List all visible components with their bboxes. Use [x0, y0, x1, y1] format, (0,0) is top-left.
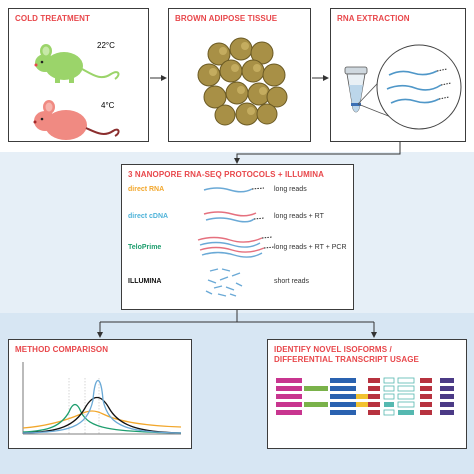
panel-cold-treatment: COLD TREATMENT 22°C 4°C [8, 8, 149, 142]
temp-warm-label: 22°C [97, 41, 115, 50]
teloprime-reads [197, 236, 275, 258]
panel-rna-extraction: RNA EXTRACTION [330, 8, 466, 142]
curve-direct-cdna [22, 379, 182, 434]
warm-mouse-icon [34, 44, 120, 83]
fat-cells-illustration [197, 37, 288, 126]
panel-title: METHOD COMPARISON [15, 345, 109, 354]
protocol-desc-teloprime: long reads + RT + PCR [274, 244, 347, 251]
panel-isoforms: IDENTIFY NOVEL ISOFORMS / DIFFERENTIAL T… [267, 339, 467, 449]
panel-protocols: 3 NANOPORE RNA-SEQ PROTOCOLS + ILLUMINA … [121, 164, 354, 310]
protocol-name-direct-rna: direct RNA [128, 186, 165, 193]
illumina-short-reads [205, 268, 243, 297]
isoform-row-3 [276, 393, 454, 400]
reads-illustration [197, 187, 275, 297]
panel-brown-adipose: BROWN ADIPOSE TISSUE [168, 8, 311, 142]
arrow-rna-to-protocols [234, 142, 401, 164]
panel-method-comparison: METHOD COMPARISON [8, 339, 192, 449]
panel-title: BROWN ADIPOSE TISSUE [175, 14, 278, 23]
protocol-name-direct-cdna: direct cDNA [128, 213, 169, 220]
curve-direct-rna [22, 410, 182, 429]
protocol-name-teloprime: TeloPrime [128, 244, 162, 251]
isoform-row-1 [276, 377, 454, 384]
panel-title: COLD TREATMENT [15, 14, 91, 23]
rna-tube-illustration [344, 44, 462, 130]
protocol-desc-direct-cdna: long reads + RT [274, 213, 324, 220]
distribution-curves [22, 362, 182, 435]
isoform-row-2 [276, 385, 454, 392]
panel-title-line2: DIFFERENTIAL TRANSCRIPT USAGE [274, 355, 419, 364]
panel-title: RNA EXTRACTION [337, 14, 410, 23]
arrow-split [99, 310, 375, 336]
direct-rna-read [203, 187, 265, 193]
protocol-desc-direct-rna: long reads [274, 186, 307, 193]
isoform-row-5 [276, 409, 454, 416]
mice-illustration [33, 44, 120, 140]
rna-strands [386, 70, 442, 104]
protocol-name-illumina: ILLUMINA [128, 278, 162, 285]
curve-teloprime [22, 403, 182, 434]
curve-illumina [22, 396, 182, 434]
protocol-desc-illumina: short reads [274, 278, 310, 285]
panel-title-line1: IDENTIFY NOVEL ISOFORMS / [274, 345, 392, 354]
temp-cold-label: 4°C [101, 101, 115, 110]
direct-cdna-read [203, 211, 265, 223]
isoform-row-4 [276, 401, 454, 408]
cold-mouse-icon [33, 100, 120, 140]
zoom-circle [376, 44, 462, 130]
panel-title: 3 NANOPORE RNA-SEQ PROTOCOLS + ILLUMINA [128, 170, 324, 179]
tube-icon [344, 66, 368, 113]
isoform-exon-map [276, 377, 454, 416]
